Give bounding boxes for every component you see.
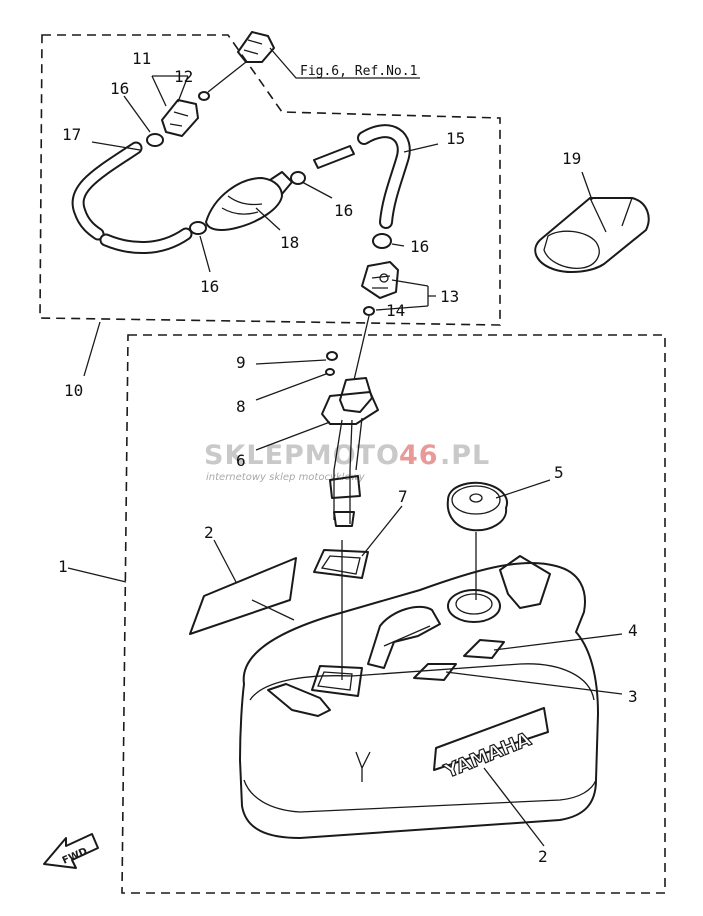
callout-7: 7: [398, 487, 408, 506]
watermark-text-2: 46: [399, 440, 439, 471]
decal-4: [463, 639, 505, 659]
callout-10: 10: [64, 381, 83, 400]
callout-5: 5: [554, 463, 564, 482]
decal-2-loose: [189, 557, 297, 635]
callout-2-b: 2: [538, 847, 548, 866]
callout-19: 19: [562, 149, 581, 168]
washer-8: [325, 368, 335, 376]
callout-14: 14: [386, 301, 405, 320]
callout-16-d: 16: [410, 237, 429, 256]
fuel-joint-11: [161, 99, 199, 137]
reference-note: Fig.6, Ref.No.1: [300, 64, 417, 79]
watermark-text-3: .PL: [440, 440, 490, 471]
hose-clamp-16-c: [189, 221, 207, 235]
callout-16-b: 16: [334, 201, 353, 220]
decal-3: [413, 663, 457, 681]
engine-fuel-joint: [237, 31, 275, 63]
yamaha-emblem: [433, 707, 549, 771]
fuel-hose-assembly-boundary: [39, 34, 501, 326]
watermark: SKLEPMOTO 46 .PL internetowy sklep motoc…: [204, 440, 490, 483]
callout-16-c: 16: [200, 277, 219, 296]
callout-3: 3: [628, 687, 638, 706]
callout-2-a: 2: [204, 523, 214, 542]
callout-4: 4: [628, 621, 638, 640]
forward-direction-arrow: FWD: [43, 833, 99, 869]
watermark-text-1: SKLEPMOTO: [204, 440, 400, 471]
hose-clamp-16-a: [146, 133, 164, 147]
o-ring-12: [198, 91, 210, 101]
fwd-label: FWD: [61, 846, 89, 867]
fuel-connector-cover-19: [534, 197, 650, 273]
screw-9: [326, 351, 338, 361]
callout-17: 17: [62, 125, 81, 144]
o-ring-14: [363, 306, 375, 316]
fuel-tank-assembly-boundary: [121, 334, 666, 894]
fuel-pipe: [313, 145, 355, 169]
tank-brand-text: YAMAHA: [441, 728, 535, 783]
callout-16-a: 16: [110, 79, 129, 98]
callout-9: 9: [236, 353, 246, 372]
fuel-gauge-6: [321, 377, 379, 527]
callout-12: 12: [174, 67, 193, 86]
gasket-7: [313, 549, 369, 579]
primer-bulb-18: [205, 171, 293, 231]
hose-clamp-16-b: [290, 171, 306, 185]
callout-6: 6: [236, 451, 246, 470]
fuel-joint-13: [361, 261, 399, 299]
callout-13: 13: [440, 287, 459, 306]
callout-11: 11: [132, 49, 151, 68]
callout-1: 1: [58, 557, 68, 576]
callout-18: 18: [280, 233, 299, 252]
callout-8: 8: [236, 397, 246, 416]
fuel-tank-1: YAMAHA: [239, 555, 599, 839]
watermark-tagline: internetowy sklep motocyklowy: [206, 472, 366, 483]
hose-clamp-16-d: [372, 233, 392, 249]
fuel-cap-5: [446, 481, 508, 532]
callout-15: 15: [446, 129, 465, 148]
